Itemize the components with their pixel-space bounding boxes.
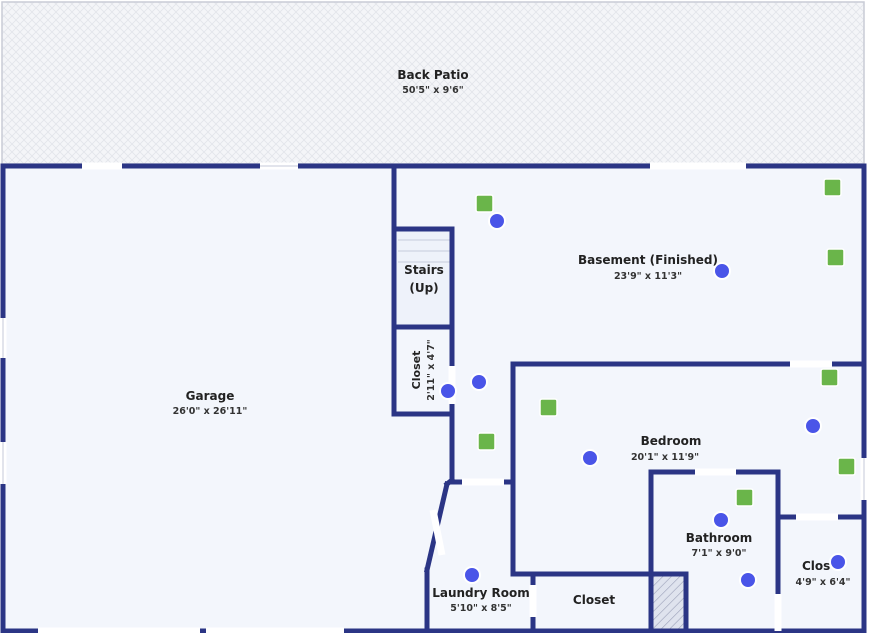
stairs-area[interactable] (396, 229, 452, 327)
green-marker[interactable] (837, 457, 856, 476)
patio-name: Back Patio (397, 68, 468, 82)
green-marker[interactable] (477, 432, 496, 451)
stairs-label-line1: Stairs (404, 263, 444, 277)
closet-small-dims: 2'11" x 4'7" (426, 339, 437, 401)
laundry-name: Laundry Room (432, 586, 530, 600)
blue-marker[interactable] (713, 262, 731, 280)
green-marker[interactable] (735, 488, 754, 507)
blue-marker[interactable] (470, 373, 488, 391)
stairs-label-line2: (Up) (409, 281, 438, 295)
green-marker[interactable] (475, 194, 494, 213)
blue-markers[interactable] (439, 212, 847, 589)
closet-bottom-name: Closet (573, 593, 615, 607)
bedroom-dims: 20'1" x 11'9" (631, 452, 699, 463)
blue-marker[interactable] (739, 571, 757, 589)
green-markers[interactable] (475, 178, 856, 507)
basement-dims: 23'9" x 11'3" (614, 271, 682, 282)
green-marker[interactable] (826, 248, 845, 267)
garage-dims: 26'0" x 26'11" (173, 406, 248, 417)
blue-marker[interactable] (581, 449, 599, 467)
patio-dims: 50'5" x 9'6" (402, 85, 464, 96)
blue-marker[interactable] (488, 212, 506, 230)
stair-treads (398, 239, 452, 263)
blue-marker[interactable] (439, 382, 457, 400)
green-marker[interactable] (820, 368, 839, 387)
blue-marker[interactable] (463, 566, 481, 584)
hatched-chase (651, 574, 686, 631)
closet-right-dims: 4'9" x 6'4" (796, 577, 851, 588)
closet-small-label: Closet 2'11" x 4'7" (410, 339, 437, 401)
green-marker[interactable] (539, 398, 558, 417)
garage-name: Garage (186, 389, 235, 403)
openings (0, 162, 868, 633)
bedroom-name: Bedroom (641, 434, 702, 448)
basement-name: Basement (Finished) (578, 253, 718, 267)
closet-right-name: Clos (802, 559, 830, 573)
green-marker[interactable] (823, 178, 842, 197)
blue-marker[interactable] (829, 553, 847, 571)
blue-marker[interactable] (712, 511, 730, 529)
bathroom-dims: 7'1" x 9'0" (692, 548, 747, 559)
blue-marker[interactable] (804, 417, 822, 435)
closet-small-name: Closet (410, 351, 423, 390)
bathroom-name: Bathroom (686, 531, 752, 545)
back-patio-area[interactable] (1, 1, 865, 165)
laundry-dims: 5'10" x 8'5" (450, 603, 512, 614)
